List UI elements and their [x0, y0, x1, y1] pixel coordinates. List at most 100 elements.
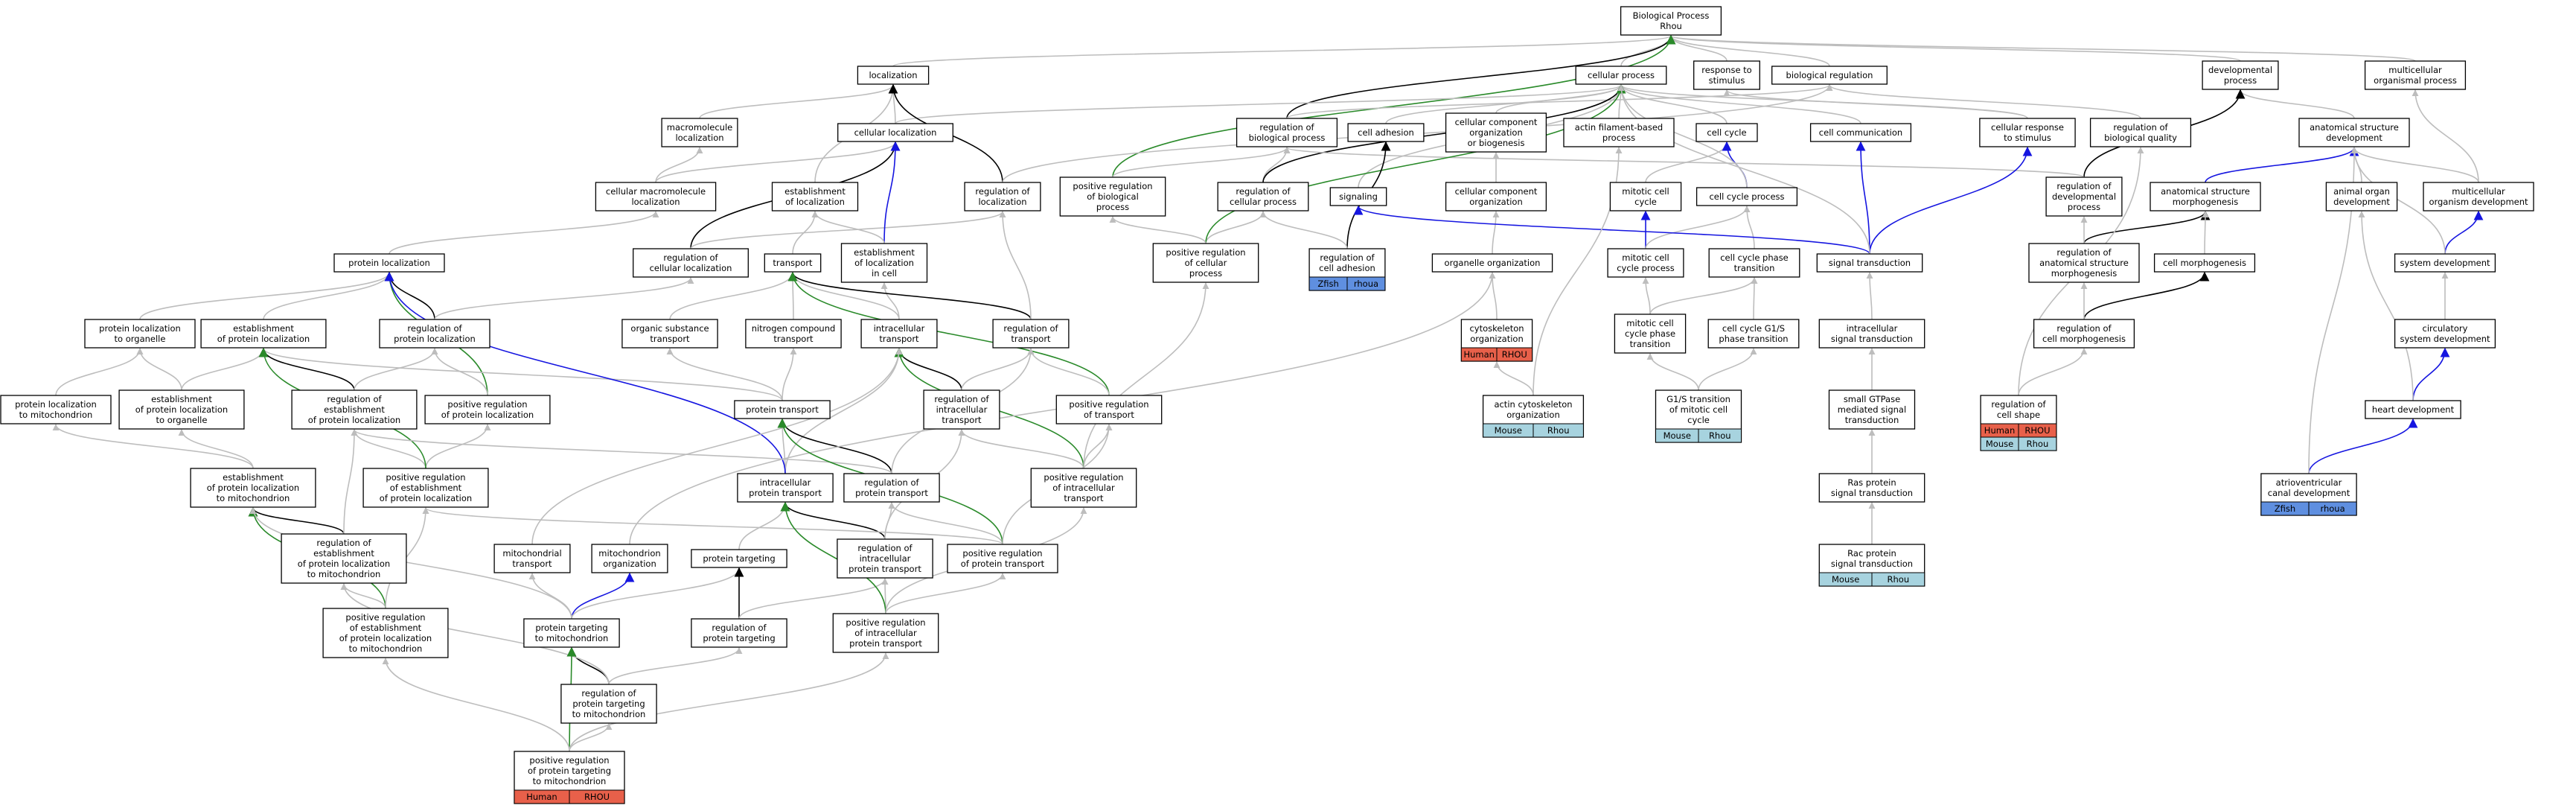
- node-label-line: of protein localization: [135, 404, 228, 415]
- go-term-node: protein targeting: [691, 549, 787, 568]
- edge-gray: [1617, 84, 1861, 124]
- edge-gray: [1698, 348, 1757, 391]
- node-label-line: transport: [512, 559, 552, 569]
- node-label-line: transduction: [1845, 415, 1899, 425]
- edge-gray: [1493, 361, 1534, 396]
- edge-gray: [885, 573, 1006, 614]
- node-label-line: positive regulation: [1073, 181, 1152, 191]
- node-box: [2089, 118, 2192, 147]
- edge-gray: [1617, 84, 2028, 119]
- edge-gray: [895, 84, 1625, 124]
- edge-gray: [1083, 424, 1113, 469]
- edge-gray: [1489, 272, 1498, 320]
- node-label-line: regulation of: [712, 623, 767, 633]
- node-label-line: protein transport: [855, 488, 928, 498]
- node-label-line: localization: [869, 70, 917, 80]
- node-label-line: intracellular: [874, 323, 925, 334]
- edge-gray: [263, 272, 393, 320]
- edge-blue: [883, 141, 901, 244]
- edge-gray: [531, 348, 903, 545]
- node-label-line: anatomical structure: [2310, 122, 2399, 133]
- species-tag-label: RHOU: [1502, 349, 1527, 360]
- node-label-line: or biogenesis: [1468, 138, 1525, 148]
- edge-gray: [354, 348, 438, 391]
- node-box: [633, 248, 749, 278]
- node-box: [1563, 118, 1675, 147]
- node-label-line: organization: [1469, 197, 1523, 207]
- node-label-line: intracellular: [1847, 323, 1898, 334]
- node-label-line: animal organ: [2333, 186, 2390, 197]
- node-label-line: intracellular: [936, 404, 988, 415]
- node-box: [322, 608, 449, 658]
- species-tag-label: rhoua: [1354, 279, 1378, 289]
- node-box: [2045, 176, 2123, 217]
- node-box: [291, 389, 418, 430]
- species-tag-cell: [2018, 436, 2057, 451]
- node-label-line: cycle: [1634, 197, 1657, 207]
- node-label-line: signal transduction: [1831, 488, 1913, 498]
- node-box: [1696, 187, 1798, 206]
- edge-gray: [1495, 84, 1625, 114]
- node-box: [2365, 400, 2461, 419]
- node-label-line: to mitochondrion: [307, 569, 381, 579]
- edge-gray: [1667, 35, 1830, 67]
- edge-gray: [351, 429, 426, 469]
- edge-gray: [425, 424, 491, 469]
- edge-blue: [1353, 205, 1870, 255]
- node-label-line: cell shape: [1997, 410, 2040, 420]
- node-label-line: of cellular: [1185, 258, 1227, 268]
- edge-gray: [738, 578, 889, 620]
- node-label-line: canal development: [2268, 488, 2350, 498]
- species-tag-label: Mouse: [1663, 430, 1691, 441]
- node-box: [1030, 468, 1137, 508]
- node-label-line: protein localization: [348, 258, 430, 268]
- go-term-node: biological regulation: [1771, 66, 1888, 85]
- edge-gray: [1617, 84, 1748, 188]
- edge-blue: [2308, 418, 2418, 474]
- edge-green: [1112, 34, 1676, 178]
- node-label-line: of protein targeting: [528, 766, 611, 776]
- node-box: [837, 123, 953, 142]
- node-box: [923, 389, 1000, 430]
- node-box: [190, 468, 316, 508]
- node-label-line: developmental: [2052, 191, 2116, 202]
- go-term-node: protein localization: [333, 253, 445, 273]
- node-label-line: of intracellular: [854, 628, 917, 638]
- edge-black: [2083, 271, 2210, 320]
- species-tag-label: RHOU: [2024, 425, 2050, 436]
- edge-gray: [2350, 147, 2479, 183]
- node-label-line: transition: [1734, 263, 1775, 273]
- node-label-line: establishment: [784, 186, 846, 197]
- node-label-line: localization: [631, 197, 680, 207]
- node-box: [1055, 395, 1163, 424]
- node-box: [84, 319, 196, 349]
- node-label-line: cytoskeleton: [1469, 323, 1524, 334]
- species-tag-label: Zfish: [2275, 503, 2295, 514]
- node-label-line: regulation of: [864, 477, 919, 488]
- edge-gray: [666, 348, 783, 401]
- node-label-line: developmental: [2208, 65, 2272, 75]
- node-label-line: morphogenesis: [2173, 197, 2239, 207]
- node-label-line: positive regulation: [1166, 247, 1245, 258]
- species-tag-cell: [569, 789, 625, 804]
- go-term-node: organelle organization: [1431, 253, 1553, 273]
- species-tag-label: Rhou: [1709, 430, 1731, 441]
- go-term-node: cell cycle process: [1696, 187, 1798, 206]
- node-label-line: organization: [603, 559, 656, 569]
